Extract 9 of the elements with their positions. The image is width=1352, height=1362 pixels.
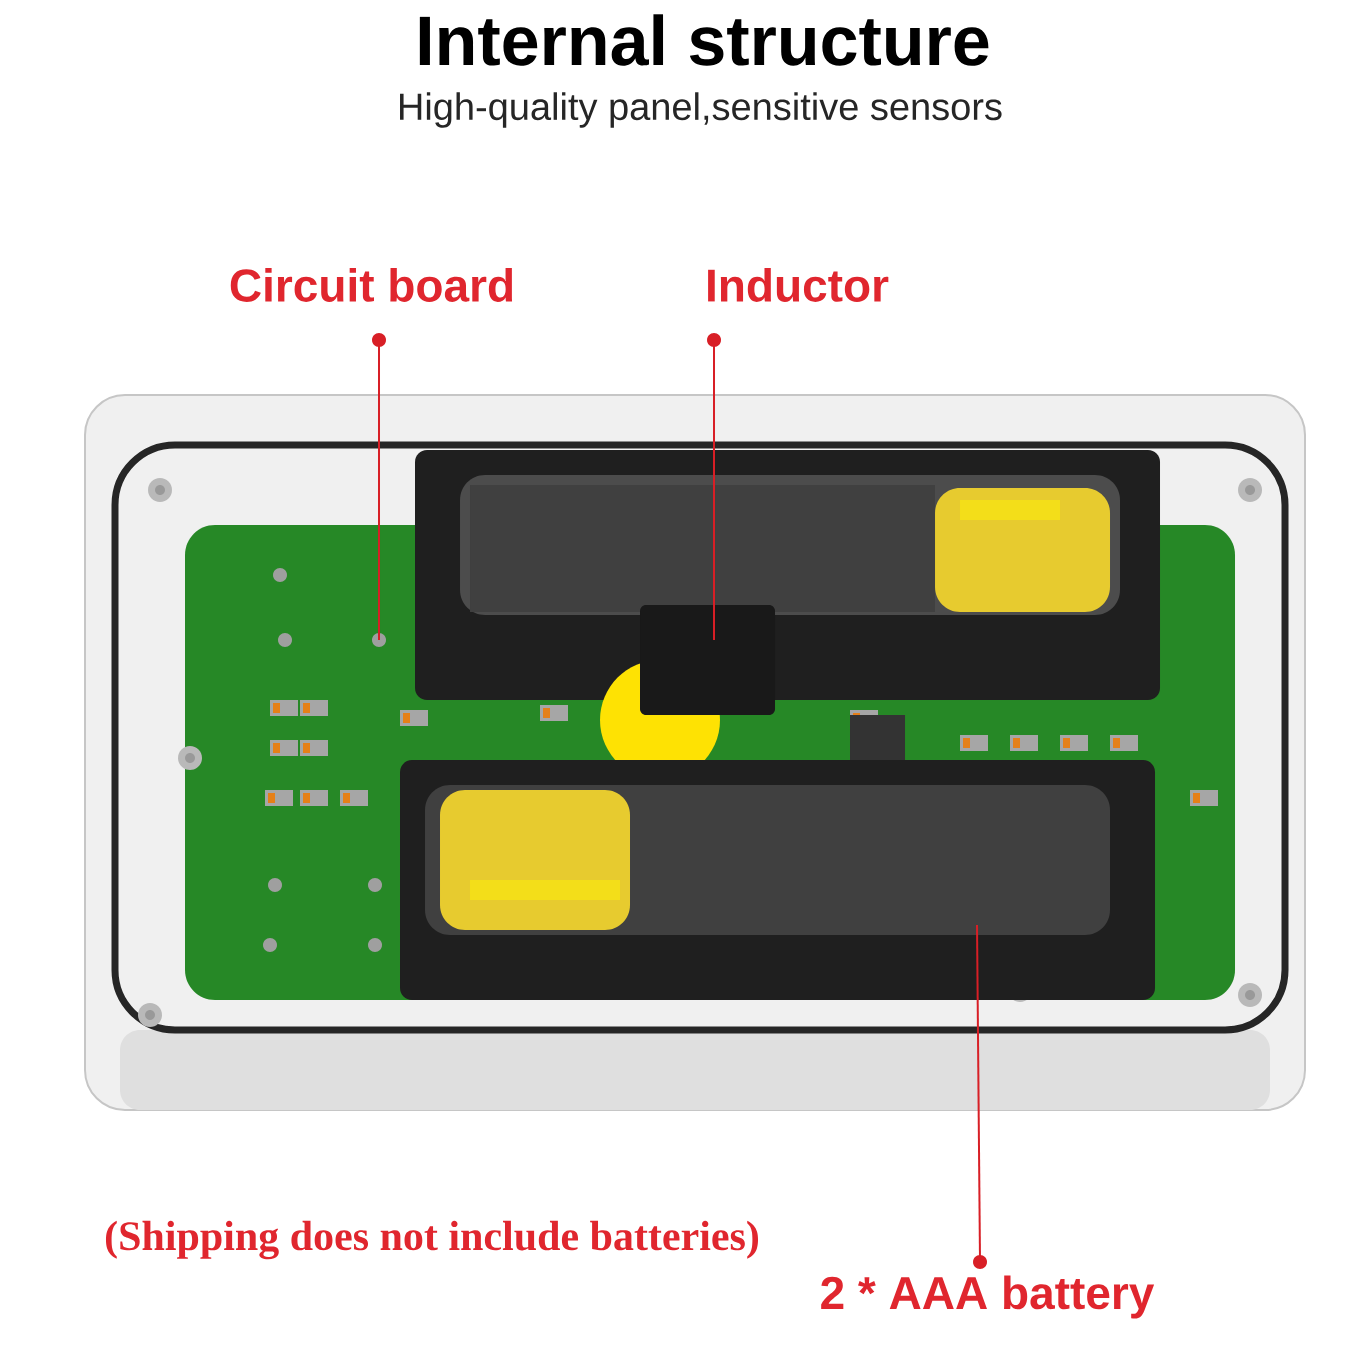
note: (Shipping does not include batteries) bbox=[105, 1220, 758, 1260]
callout-label: Circuit board bbox=[230, 268, 513, 302]
callout-label: 2 * AAA battery bbox=[821, 1275, 1155, 1319]
leader-line bbox=[372, 333, 386, 641]
leader-line bbox=[707, 333, 721, 641]
subtitle: High-quality panel,sensitive sensors bbox=[400, 92, 1002, 128]
callout-label: Inductor bbox=[708, 268, 889, 302]
title: Internal structure bbox=[419, 14, 989, 66]
leader-line bbox=[973, 924, 987, 1269]
